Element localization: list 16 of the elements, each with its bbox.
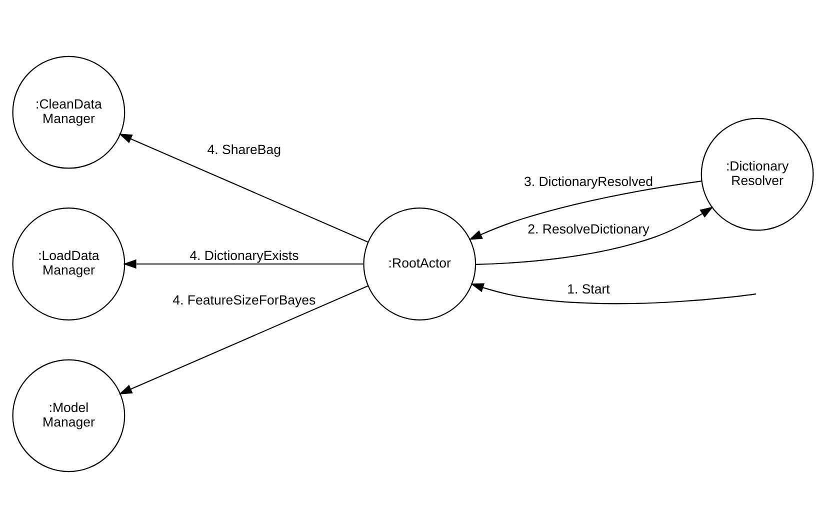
arrow <box>470 282 756 304</box>
arrow <box>468 180 702 240</box>
edge-label: 1. Start <box>567 280 610 296</box>
node-circle: :Model Manager <box>12 358 126 472</box>
edge-label: 2. ResolveDictionary <box>528 221 650 236</box>
edge-label: 4. FeatureSizeForBayes <box>172 292 316 308</box>
node-circle: :LoadData Manager <box>12 207 126 320</box>
arrow <box>118 285 368 394</box>
arrow <box>476 206 714 264</box>
edge-label: 4. DictionaryExists <box>190 248 299 263</box>
node-circle: :CleanData Manager <box>12 55 126 168</box>
edge-label: 3. DictionaryResolved <box>524 174 653 189</box>
edge-label: 4. ShareBag <box>207 141 282 156</box>
arrow <box>122 258 364 268</box>
node-circle: :RootActor <box>363 207 476 320</box>
arrow <box>118 133 368 242</box>
